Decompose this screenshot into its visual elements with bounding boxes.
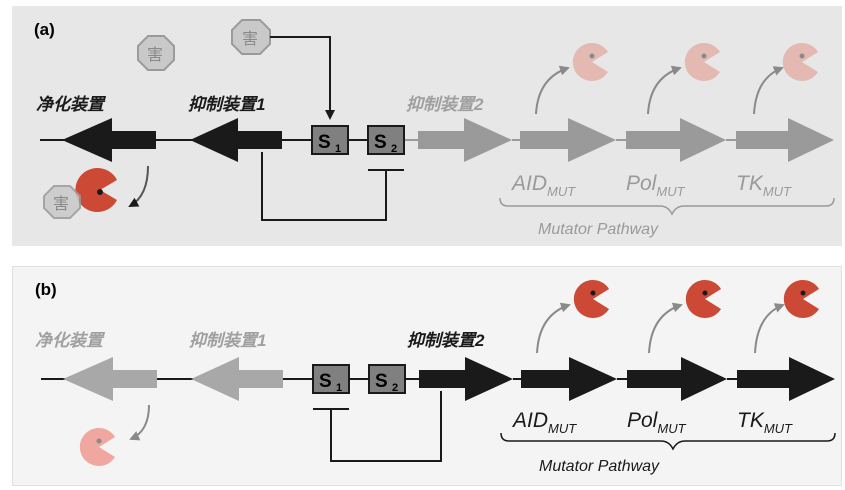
- aid-mut-label: AIDMUT: [511, 409, 577, 436]
- pol-mut-label: PolMUT: [627, 409, 687, 436]
- suppressor2-label: 抑制装置2: [407, 331, 485, 350]
- purifier-label: 净化装置: [35, 331, 106, 350]
- aid-pacman: [573, 280, 609, 318]
- panel-a-tag: (a): [34, 20, 55, 39]
- suppressor1-gene-arrow: [191, 357, 283, 401]
- aid-product-arrow: [536, 302, 571, 354]
- switch-s1-sub: 1: [336, 382, 342, 394]
- tk-gene-arrow: [737, 357, 835, 401]
- switch-s2-label: S: [374, 132, 387, 153]
- suppressor2-gene-arrow: [418, 118, 512, 162]
- aid-mut-label: AIDMUT: [510, 172, 576, 199]
- harm-label: 害: [53, 194, 69, 213]
- harm-octagon-1: 害: [137, 35, 175, 71]
- switch-s1: S 1: [312, 364, 350, 394]
- tk-gene-arrow: [736, 118, 834, 162]
- switch-s1-sub: 1: [335, 143, 341, 155]
- switch-s2-label: S: [375, 371, 388, 392]
- purifier-gene-arrow: [62, 118, 156, 162]
- switch-s2-sub: 2: [391, 143, 397, 155]
- tk-mut-label: TKMUT: [736, 172, 792, 199]
- repression-line: [330, 391, 442, 462]
- switch-s1: S 1: [311, 125, 349, 155]
- tk-product-arrow: [753, 66, 784, 115]
- aid-product-arrow: [535, 65, 570, 115]
- pol-product-arrow: [647, 65, 682, 115]
- purifier-product-arrow: [129, 404, 150, 441]
- switch-s1-label: S: [319, 371, 332, 392]
- switch-s1-label: S: [318, 132, 331, 153]
- panel-a: (a) S 1 S 2 净化装置 抑制装置1 抑制装置2: [12, 6, 842, 246]
- harm-label: 害: [147, 45, 163, 64]
- aid-gene-arrow: [520, 118, 616, 162]
- pol-pacman: [684, 43, 720, 81]
- switch-s2-sub: 2: [392, 382, 398, 394]
- pol-mut-label: PolMUT: [626, 172, 686, 199]
- pathway-label: Mutator Pathway: [539, 458, 660, 475]
- panel-a-diagram: (a) S 1 S 2 净化装置 抑制装置1 抑制装置2: [34, 19, 835, 238]
- aid-gene-arrow: [521, 357, 617, 401]
- suppressor1-label: 抑制装置1: [188, 95, 265, 114]
- suppressor1-label: 抑制装置1: [189, 331, 266, 350]
- harm-octagon-2: 害: [231, 19, 271, 55]
- purifier-gene-arrow: [63, 357, 157, 401]
- pathway-label: Mutator Pathway: [538, 221, 659, 238]
- harm-label: 害: [242, 29, 258, 48]
- tk-pacman: [782, 43, 818, 81]
- panel-b: (b) S 1 S 2 净化装置 抑制装置1 抑制装置2: [12, 266, 842, 486]
- suppressor2-label: 抑制装置2: [406, 95, 484, 114]
- pol-gene-arrow: [626, 118, 726, 162]
- panel-b-tag: (b): [35, 280, 57, 299]
- harm-to-s1-arrow: [270, 36, 335, 120]
- pol-gene-arrow: [627, 357, 727, 401]
- purifier-pacman: [79, 428, 115, 466]
- tk-pacman: [783, 280, 819, 318]
- purifier-label: 净化装置: [36, 95, 107, 114]
- switch-s2: S 2: [368, 364, 406, 394]
- harm-octagon-3: 害: [43, 185, 81, 219]
- suppressor2-gene-arrow: [419, 357, 513, 401]
- tk-product-arrow: [754, 303, 785, 354]
- aid-pacman: [572, 43, 608, 81]
- repression-line: [261, 152, 387, 221]
- pol-pacman: [685, 280, 721, 318]
- switch-s2: S 2: [367, 125, 405, 155]
- pathway-brace: [499, 197, 835, 216]
- panel-b-diagram: (b) S 1 S 2 净化装置 抑制装置1 抑制装置2: [35, 280, 836, 475]
- pol-product-arrow: [648, 302, 683, 354]
- suppressor1-gene-arrow: [190, 118, 282, 162]
- pathway-brace: [500, 432, 836, 451]
- tk-mut-label: TKMUT: [737, 409, 793, 436]
- purifier-product-arrow: [128, 165, 149, 207]
- purifier-pacman: [75, 167, 117, 212]
